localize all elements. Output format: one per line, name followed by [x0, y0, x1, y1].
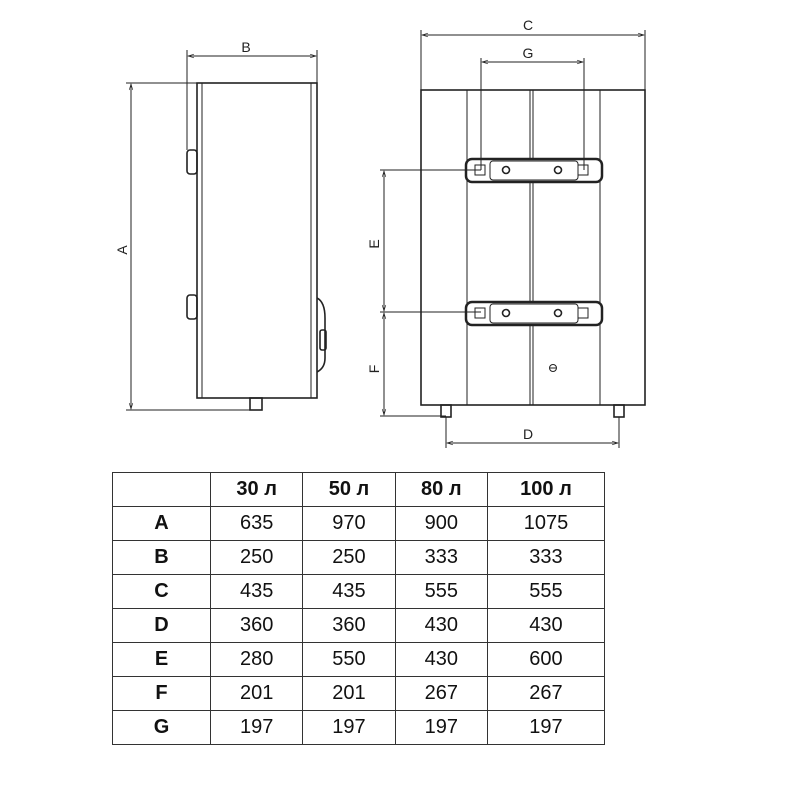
dimension-label-c: C: [523, 17, 533, 33]
row-label: G: [112, 710, 211, 745]
table-cell: 900: [394, 506, 488, 541]
table-cell: 201: [302, 676, 396, 711]
table-cell: 600: [486, 642, 606, 677]
table-cell: 970: [302, 506, 396, 541]
dimension-label-g: G: [523, 45, 534, 61]
table-cell: 280: [209, 642, 304, 677]
mounting-bracket-upper: [464, 157, 604, 184]
table-cell: 360: [209, 608, 304, 643]
table-cell: 197: [394, 710, 488, 745]
table-cell: 197: [486, 710, 606, 745]
table-cell: 333: [394, 540, 488, 575]
table-cell: 1075: [486, 506, 606, 541]
table-cell: 430: [394, 608, 488, 643]
mount-knob-lower: [186, 294, 198, 320]
table-cell: 267: [486, 676, 606, 711]
table-cell: 635: [209, 506, 304, 541]
dimension-label-d: D: [523, 426, 533, 442]
table-cell: 435: [209, 574, 304, 609]
outlet-pipe: [249, 397, 263, 411]
water-heater-dimension-drawing: B A C: [114, 17, 646, 448]
row-label: B: [112, 540, 211, 575]
table-cell: 430: [486, 608, 606, 643]
control-panel: [316, 297, 326, 373]
side-view: B A: [114, 39, 327, 411]
table-cell: 360: [302, 608, 396, 643]
table-cell: 333: [486, 540, 606, 575]
row-label: F: [112, 676, 211, 711]
header-cell: [112, 472, 211, 507]
dimension-label-b: B: [241, 39, 250, 55]
header-cell: 100 л: [486, 472, 606, 507]
row-label: A: [112, 506, 211, 541]
table-cell: 550: [302, 642, 396, 677]
row-label: E: [112, 642, 211, 677]
row-label: D: [112, 608, 211, 643]
table-cell: 435: [302, 574, 396, 609]
table-cell: 430: [394, 642, 488, 677]
mount-knob-upper: [186, 149, 198, 175]
front-view: C G E F D: [366, 17, 646, 448]
row-label: C: [112, 574, 211, 609]
inlet-pipe: [440, 404, 452, 418]
table-cell: 197: [302, 710, 396, 745]
header-cell: 80 л: [394, 472, 488, 507]
header-cell: 30 л: [209, 472, 304, 507]
table-header-row: 30 л 50 л 80 л 100 л: [112, 472, 606, 507]
mounting-bracket-lower: [464, 300, 604, 327]
table-cell: 201: [209, 676, 304, 711]
table-cell: 250: [302, 540, 396, 575]
table-cell: 197: [209, 710, 304, 745]
table-cell: 555: [486, 574, 606, 609]
dimension-label-a: A: [114, 245, 130, 255]
table-cell: 555: [394, 574, 488, 609]
dimension-label-f: F: [366, 365, 382, 374]
table-cell: 250: [209, 540, 304, 575]
header-cell: 50 л: [302, 472, 396, 507]
table-cell: 267: [394, 676, 488, 711]
outlet-pipe: [613, 404, 625, 418]
dimension-label-e: E: [366, 239, 382, 248]
